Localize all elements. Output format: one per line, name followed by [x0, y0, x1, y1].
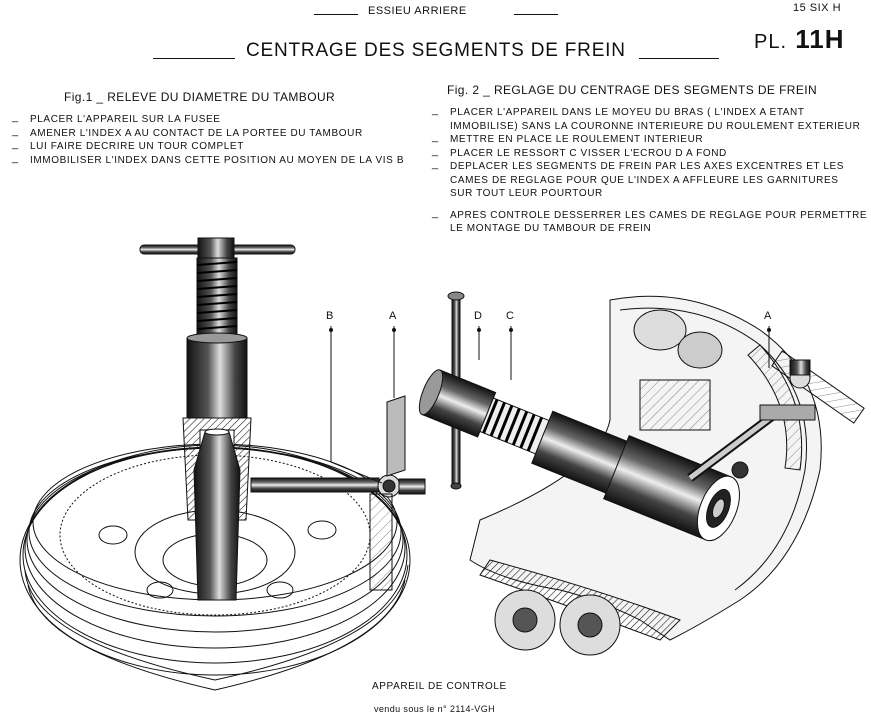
title-rule-right [639, 58, 719, 59]
callout-b-fig1: B [326, 310, 334, 322]
fig1-step: AMENER L'INDEX A AU CONTACT DE LA PORTEE… [12, 125, 404, 141]
plate-prefix: PL. [754, 31, 788, 53]
callout-a-fig2: A [764, 310, 772, 322]
fig1-steps: PLACER L'APPAREIL SUR LA FUSEE AMENER L'… [12, 111, 404, 168]
fig2-step-continued: IMMOBILISE) SANS LA COURONNE INTERIEURE … [450, 120, 861, 132]
fig2-step-continued: CAMES DE REGLAGE POUR QUE L'INDEX A AFFL… [450, 174, 839, 186]
index-a [386, 395, 406, 477]
callout-a-fig1: A [389, 310, 397, 322]
fig2-step-continued: LE MONTAGE DU TAMBOUR DE FREIN [450, 223, 652, 234]
fig2-steps: PLACER L'APPAREIL DANS LE MOYEU DU BRAS … [432, 104, 867, 236]
fig2-drawing [418, 291, 865, 656]
fig2-step: DEPLACER LES SEGMENTS DE FREIN PAR LES A… [432, 158, 867, 174]
figure-caption: APPAREIL DE CONTROLE [372, 681, 507, 692]
fig2-step-continued: SUR TOUT LEUR POURTOUR [450, 188, 603, 199]
fig2-step: METTRE EN PLACE LE ROULEMENT INTERIEUR [432, 131, 867, 147]
hub-tool [418, 369, 740, 542]
index-arm [250, 477, 380, 493]
fig1-drawing [19, 237, 426, 691]
callout-c-fig2: C [506, 310, 514, 322]
fig1-step: IMMOBILISER L'INDEX DANS CETTE POSITION … [12, 152, 404, 168]
fig2-step: PLACER LE RESSORT C VISSER L'ECROU D A F… [432, 145, 867, 161]
section-label: ESSIEU ARRIERE [368, 5, 467, 17]
fig1-title: Fig.1 _ RELEVE DU DIAMETRE DU TAMBOUR [64, 90, 336, 104]
page-title: CENTRAGE DES SEGMENTS DE FREIN [246, 40, 626, 61]
tool-body [186, 337, 248, 419]
fig1-step: LUI FAIRE DECRIRE UN TOUR COMPLET [12, 138, 404, 154]
fig2-step: APRES CONTROLE DESSERRER LES CAMES DE RE… [432, 207, 867, 223]
plate-number: PL. 11H [754, 24, 845, 55]
threaded-screw [196, 257, 238, 339]
header-rule-left [314, 14, 358, 15]
title-rule-left [153, 58, 235, 59]
header-rule-right [514, 14, 558, 15]
reference-code: 15 SIX H [793, 2, 842, 14]
fig1-step: PLACER L'APPAREIL SUR LA FUSEE [12, 111, 404, 127]
callout-d-fig2: D [474, 310, 482, 322]
fig2-title: Fig. 2 _ REGLAGE DU CENTRAGE DES SEGMENT… [447, 83, 818, 97]
fig2-step: PLACER L'APPAREIL DANS LE MOYEU DU BRAS … [432, 104, 867, 120]
figure-subcaption: vendu sous le n° 2114-VGH [374, 704, 495, 714]
plate-code: 11H [795, 24, 845, 54]
